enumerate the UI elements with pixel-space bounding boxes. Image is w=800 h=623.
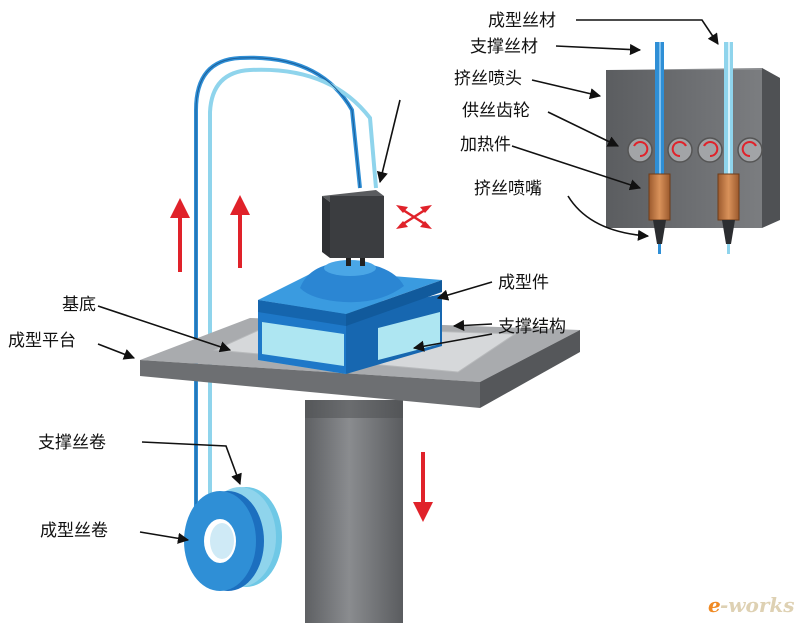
label-extrusion-nozzle: 挤丝喷嘴 bbox=[474, 179, 542, 199]
filament-spools bbox=[184, 487, 282, 591]
leader-lines bbox=[97, 19, 719, 544]
support-block-front bbox=[262, 322, 344, 366]
extruder-detail-inset bbox=[606, 42, 780, 254]
filament-paths bbox=[194, 55, 378, 520]
watermark-e: e bbox=[708, 593, 721, 617]
feed-gears bbox=[627, 137, 763, 163]
motion-arrows bbox=[170, 195, 433, 522]
up-arrow-right-icon bbox=[230, 195, 250, 268]
label-build-platform: 成型平台 bbox=[8, 331, 76, 351]
label-forming-filament: 成型丝材 bbox=[488, 11, 556, 31]
up-arrow-left-icon bbox=[170, 198, 190, 272]
heater-left bbox=[648, 173, 671, 221]
label-support-spool: 支撑丝卷 bbox=[38, 433, 106, 453]
e-works-watermark: e -works bbox=[708, 593, 795, 617]
extrusion-head bbox=[322, 190, 384, 266]
label-support-filament: 支撑丝材 bbox=[470, 37, 538, 57]
label-substrate: 基底 bbox=[62, 295, 96, 315]
down-arrow-icon bbox=[413, 452, 433, 522]
labels: 成型丝材 支撑丝材 挤丝喷头 供丝齿轮 加热件 挤丝喷嘴 成型件 支撑结构 基底… bbox=[8, 11, 566, 541]
nozzle-left bbox=[653, 220, 666, 244]
label-heater: 加热件 bbox=[460, 135, 511, 155]
label-support-structure: 支撑结构 bbox=[498, 317, 566, 337]
xy-cross-arrow-icon bbox=[396, 205, 432, 229]
label-extrusion-head: 挤丝喷头 bbox=[454, 69, 522, 89]
support-filament-path bbox=[208, 67, 378, 520]
nozzle-right bbox=[722, 220, 735, 244]
watermark-works: -works bbox=[720, 593, 795, 617]
label-forming-spool: 成型丝卷 bbox=[40, 521, 108, 541]
label-feed-gear: 供丝齿轮 bbox=[462, 101, 530, 121]
label-formed-part: 成型件 bbox=[498, 273, 549, 293]
heater-right bbox=[717, 173, 740, 221]
support-column bbox=[305, 400, 403, 623]
forming-spool bbox=[184, 491, 264, 591]
